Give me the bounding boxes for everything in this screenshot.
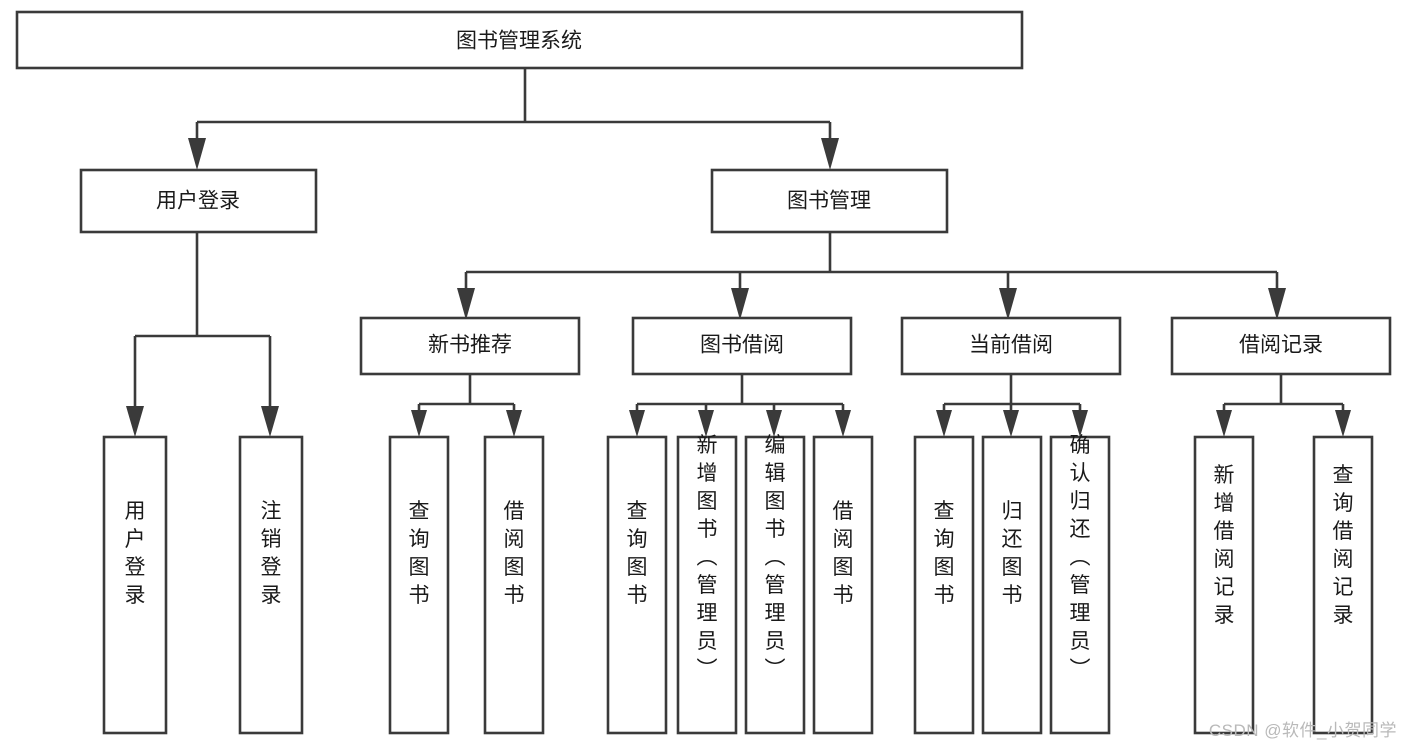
node-book-management[interactable]: 图书管理 [710,168,949,234]
connector-bookborrow-to-leaves [629,374,851,437]
node-root-label: 图书管理系统 [456,30,582,53]
leaf-node[interactable]: 编辑图书︵管理员︶ [744,434,806,735]
leaf-node[interactable]: 确认归还︵管理员︶ [1049,434,1111,735]
arrow-head-icon [1268,288,1286,320]
node-book-management-box[interactable] [710,168,949,234]
leaf-node[interactable]: 归还图书 [981,435,1043,735]
leaf-borrow-add-box[interactable] [676,435,738,735]
leaf-record-query-label: 查询借阅记录 [1333,464,1354,627]
node-borrow-record-box[interactable] [1170,316,1392,376]
arrow-head-icon [766,410,782,437]
arrow-head-icon [411,410,427,437]
leaf-newbook-query-label: 查询图书 [409,500,430,607]
node-borrow-record-label: 借阅记录 [1239,334,1323,357]
node-book-borrow-label: 图书借阅 [700,334,784,357]
connector-borrowrecord-to-leaves [1216,374,1351,437]
node-borrow-record[interactable]: 借阅记录 [1170,316,1392,376]
node-current-borrow[interactable]: 当前借阅 [900,316,1122,376]
node-book-management-label: 图书管理 [787,190,871,213]
leaf-node[interactable]: 查询图书 [606,435,668,735]
node-user-login[interactable]: 用户登录 [79,168,318,234]
connector-newbook-to-leaves [411,374,522,437]
arrow-head-icon [457,288,475,320]
leaf-current-confirm-box[interactable] [1049,435,1111,735]
node-current-borrow-box[interactable] [900,316,1122,376]
arrow-head-icon [188,138,206,170]
leaf-borrow-edit-label: 编辑图书︵管理员︶ [765,434,786,681]
node-new-book-recommend-label: 新书推荐 [428,334,512,357]
arrow-head-icon [1216,410,1232,437]
connector-root-to-level2 [188,68,839,170]
leaf-borrow-add-label: 新增图书︵管理员︶ [697,434,718,681]
leaf-logout-label: 注销登录 [261,500,282,607]
leaf-node[interactable]: 借阅图书 [483,435,545,735]
leaf-borrow-query-box[interactable] [606,435,668,735]
leaf-current-return-label: 归还图书 [1002,500,1023,607]
arrow-head-icon [698,410,714,437]
leaf-borrow-query-label: 查询图书 [627,500,648,607]
arrow-head-icon [1003,410,1019,437]
leaf-node[interactable]: 用户登录 [102,435,168,735]
leaf-borrow-edit-box[interactable] [744,435,806,735]
leaf-newbook-borrow-label: 借阅图书 [504,500,525,607]
node-user-login-label: 用户登录 [156,190,240,213]
arrow-head-icon [1072,410,1088,437]
node-new-book-recommend-box[interactable] [359,316,581,376]
leaf-node[interactable]: 查询借阅记录 [1312,435,1374,735]
node-book-borrow-box[interactable] [631,316,853,376]
leaf-newbook-query-box[interactable] [388,435,450,735]
leaf-node[interactable]: 注销登录 [238,435,304,735]
leaf-user-login-label: 用户登录 [125,500,146,607]
node-book-borrow[interactable]: 图书借阅 [631,316,853,376]
leaf-borrow-lend-box[interactable] [812,435,874,735]
connector-userlogin-to-leaves [126,232,279,437]
leaf-newbook-borrow-box[interactable] [483,435,545,735]
arrow-head-icon [999,288,1017,320]
connector-currentborrow-to-leaves [936,374,1088,437]
arrow-head-icon [629,410,645,437]
arrow-head-icon [506,410,522,437]
leaf-current-query-label: 查询图书 [934,500,955,607]
node-new-book-recommend[interactable]: 新书推荐 [359,316,581,376]
csdn-watermark: CSDN @软件_小贺同学 [1208,721,1397,740]
connector-bookmgmt-to-level3 [457,232,1286,320]
node-current-borrow-label: 当前借阅 [969,334,1053,357]
leaf-borrow-lend-label: 借阅图书 [833,500,854,607]
leaf-record-query-box[interactable] [1312,435,1374,735]
arrow-head-icon [731,288,749,320]
leaf-current-query-box[interactable] [913,435,975,735]
arrow-head-icon [936,410,952,437]
arrow-head-icon [1335,410,1351,437]
leaf-logout-box[interactable] [238,435,304,735]
node-root-system[interactable]: 图书管理系统 [15,10,1024,70]
leaf-node[interactable]: 借阅图书 [812,435,874,735]
leaf-record-add-label: 新增借阅记录 [1214,464,1235,627]
node-user-login-box[interactable] [79,168,318,234]
node-root-box[interactable] [15,10,1024,70]
leaf-current-return-box[interactable] [981,435,1043,735]
leaf-user-login-box[interactable] [102,435,168,735]
leaf-node[interactable]: 查询图书 [388,435,450,735]
leaf-node[interactable]: 新增借阅记录 [1193,435,1255,735]
arrow-head-icon [126,406,144,437]
arrow-head-icon [821,138,839,170]
leaf-record-add-box[interactable] [1193,435,1255,735]
arrow-head-icon [261,406,279,437]
leaf-node[interactable]: 查询图书 [913,435,975,735]
arrow-head-icon [835,410,851,437]
leaf-node[interactable]: 新增图书︵管理员︶ [676,434,738,735]
leaf-current-confirm-label: 确认归还︵管理员︶ [1070,434,1091,681]
